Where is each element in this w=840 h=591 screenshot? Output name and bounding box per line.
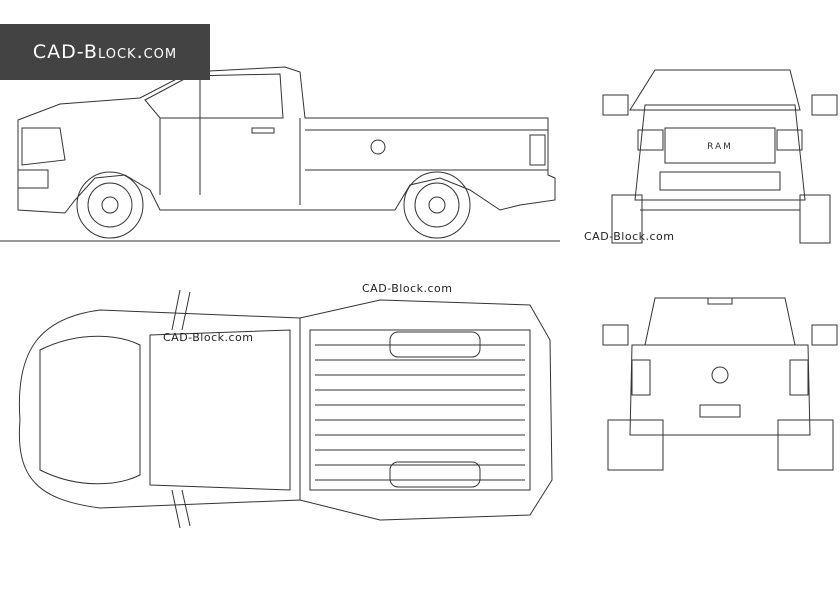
ram-badge: RAM [707,142,733,152]
rear-view [602,297,838,471]
watermark-top: CAD-Block.com [362,282,453,295]
bed-ribs [315,344,525,481]
side-view [0,66,560,242]
watermark-cab: CAD-Block.com [163,331,254,344]
top-view [18,289,553,529]
cad-block-logo-banner: CAD-Block.com [0,24,210,80]
front-view: RAM [602,69,838,244]
watermark-front: CAD-Block.com [584,230,675,243]
